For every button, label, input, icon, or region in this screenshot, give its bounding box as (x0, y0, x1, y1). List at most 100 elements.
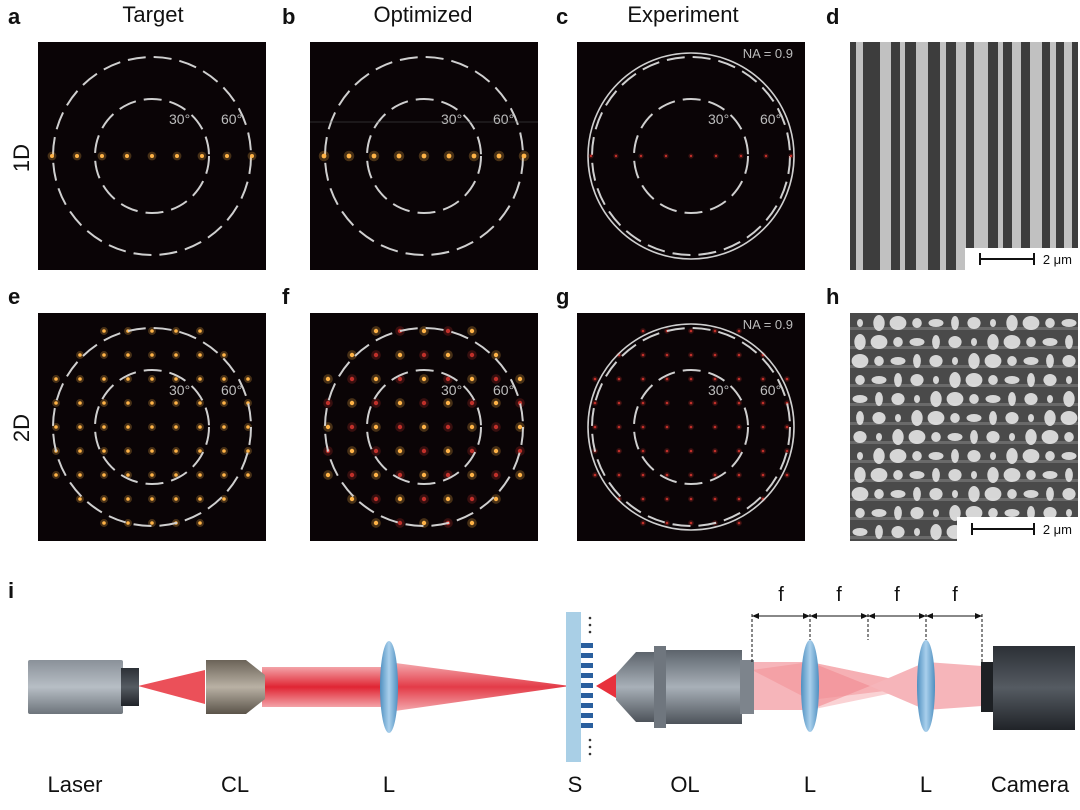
diffraction-spot (469, 448, 475, 454)
diffraction-spot (493, 472, 499, 478)
diffraction-spot (250, 154, 254, 158)
diffraction-spot (373, 472, 379, 478)
panel-letter-b: b (282, 4, 296, 29)
sem-nanopillar (853, 431, 867, 443)
diffraction-spot (198, 521, 202, 525)
diffraction-spot (517, 424, 523, 430)
ring-30-deg (94, 98, 210, 214)
diffraction-spot (714, 154, 718, 158)
diffraction-spot (493, 376, 499, 382)
sem-nanopillar (1025, 429, 1037, 445)
diffraction-spot (493, 424, 499, 430)
component-label-camera: Camera (990, 772, 1070, 797)
diffraction-spot (126, 425, 130, 429)
pattern-target-1d: 30°60° (47, 56, 257, 256)
focal-label-1: f (778, 584, 784, 606)
diffraction-spot (469, 472, 475, 478)
sem-grating-line (974, 42, 988, 270)
lens-l2 (801, 640, 819, 732)
sem-nanopillar (912, 318, 922, 328)
panel-letter-a: a (8, 4, 21, 29)
diffraction-spot (713, 473, 717, 477)
diffraction-spot (593, 401, 597, 405)
ring-30-deg (633, 369, 749, 485)
diffraction-spot (346, 153, 352, 159)
ring-60-deg (591, 327, 791, 527)
diffraction-spot (78, 401, 82, 405)
sem-nanopillar (933, 376, 939, 384)
sem-grating-line (916, 42, 928, 270)
diffraction-spot (371, 153, 377, 159)
diffraction-spot (126, 353, 130, 357)
diffraction-spot (641, 521, 645, 525)
sem-nanopillar (1024, 393, 1038, 405)
scale-bar-text: 2 μm (1042, 521, 1072, 537)
diffraction-spot (641, 377, 645, 381)
sem-nanopillar (873, 448, 885, 464)
ring-label-60: 60° (493, 111, 514, 127)
diffraction-spot (349, 376, 355, 382)
optical-setup-diagram (28, 612, 1075, 762)
diffraction-spot (737, 521, 741, 525)
sem-nanopillar (857, 319, 863, 327)
ring-label-60: 60° (760, 382, 781, 398)
sem-nanopillar (1003, 335, 1021, 349)
diffraction-spot (174, 497, 178, 501)
diffraction-spot (325, 472, 331, 478)
sem-nanopillar (854, 334, 866, 350)
diffraction-spot (222, 497, 226, 501)
diffraction-spot (421, 328, 427, 334)
sem-nanopillar (967, 317, 981, 329)
sem-nanopillar (1009, 433, 1015, 441)
diffraction-spot (75, 154, 79, 158)
diffraction-spot (469, 328, 475, 334)
sem-nanopillar (987, 334, 999, 350)
diffraction-spot (764, 154, 768, 158)
sem-nanopillar (951, 449, 959, 463)
sem-nanopillar (894, 373, 902, 387)
sem-nanopillar (870, 468, 888, 482)
sem-nanopillar (928, 452, 944, 460)
camera-body (993, 646, 1075, 730)
sem-nanopillar (1060, 411, 1078, 425)
sem-nanopillar (1023, 357, 1039, 365)
diffraction-spot (78, 497, 82, 501)
diffraction-spot (421, 352, 427, 358)
component-label-l1: L (382, 772, 396, 797)
diffraction-spot (641, 425, 645, 429)
sem-nanopillar (984, 354, 1002, 368)
diffraction-spot (471, 153, 477, 159)
diffraction-spot (737, 401, 741, 405)
diffraction-spot (713, 449, 717, 453)
sem-nanopillar (892, 429, 904, 445)
sem-nanopillar (852, 528, 868, 536)
sem-nanopillar (1028, 414, 1034, 422)
ring-30-deg (94, 369, 210, 485)
diffraction-spot (737, 473, 741, 477)
sem-nanopillar (971, 338, 977, 346)
sem-nanopillar (932, 468, 940, 482)
diffraction-spot (617, 425, 621, 429)
diffraction-spot (665, 377, 669, 381)
sem-nanopillar (894, 506, 902, 520)
ring-label-30: 30° (708, 111, 729, 127)
diffraction-spot (689, 329, 693, 333)
diffraction-spot (761, 377, 765, 381)
sem-nanopillar (909, 338, 925, 346)
sem-1d-grating-graphic (850, 42, 1078, 270)
diffraction-spot (713, 353, 717, 357)
diffraction-spot (396, 153, 402, 159)
diffraction-spot (102, 353, 106, 357)
diffraction-spot (445, 448, 451, 454)
sem-nanopillar (947, 433, 963, 441)
focal-arrowheads (752, 613, 982, 619)
diffraction-spot (246, 377, 250, 381)
diffraction-spot (198, 353, 202, 357)
diffraction-panel-target-2d: 30°60° (38, 313, 266, 541)
diffraction-spot (54, 473, 58, 477)
sem-nanopillar (927, 411, 945, 425)
row-label-1d: 1D (9, 143, 34, 173)
sem-nanopillar (856, 411, 864, 425)
focal-label-4: f (952, 584, 958, 606)
diffraction-spot (445, 400, 451, 406)
